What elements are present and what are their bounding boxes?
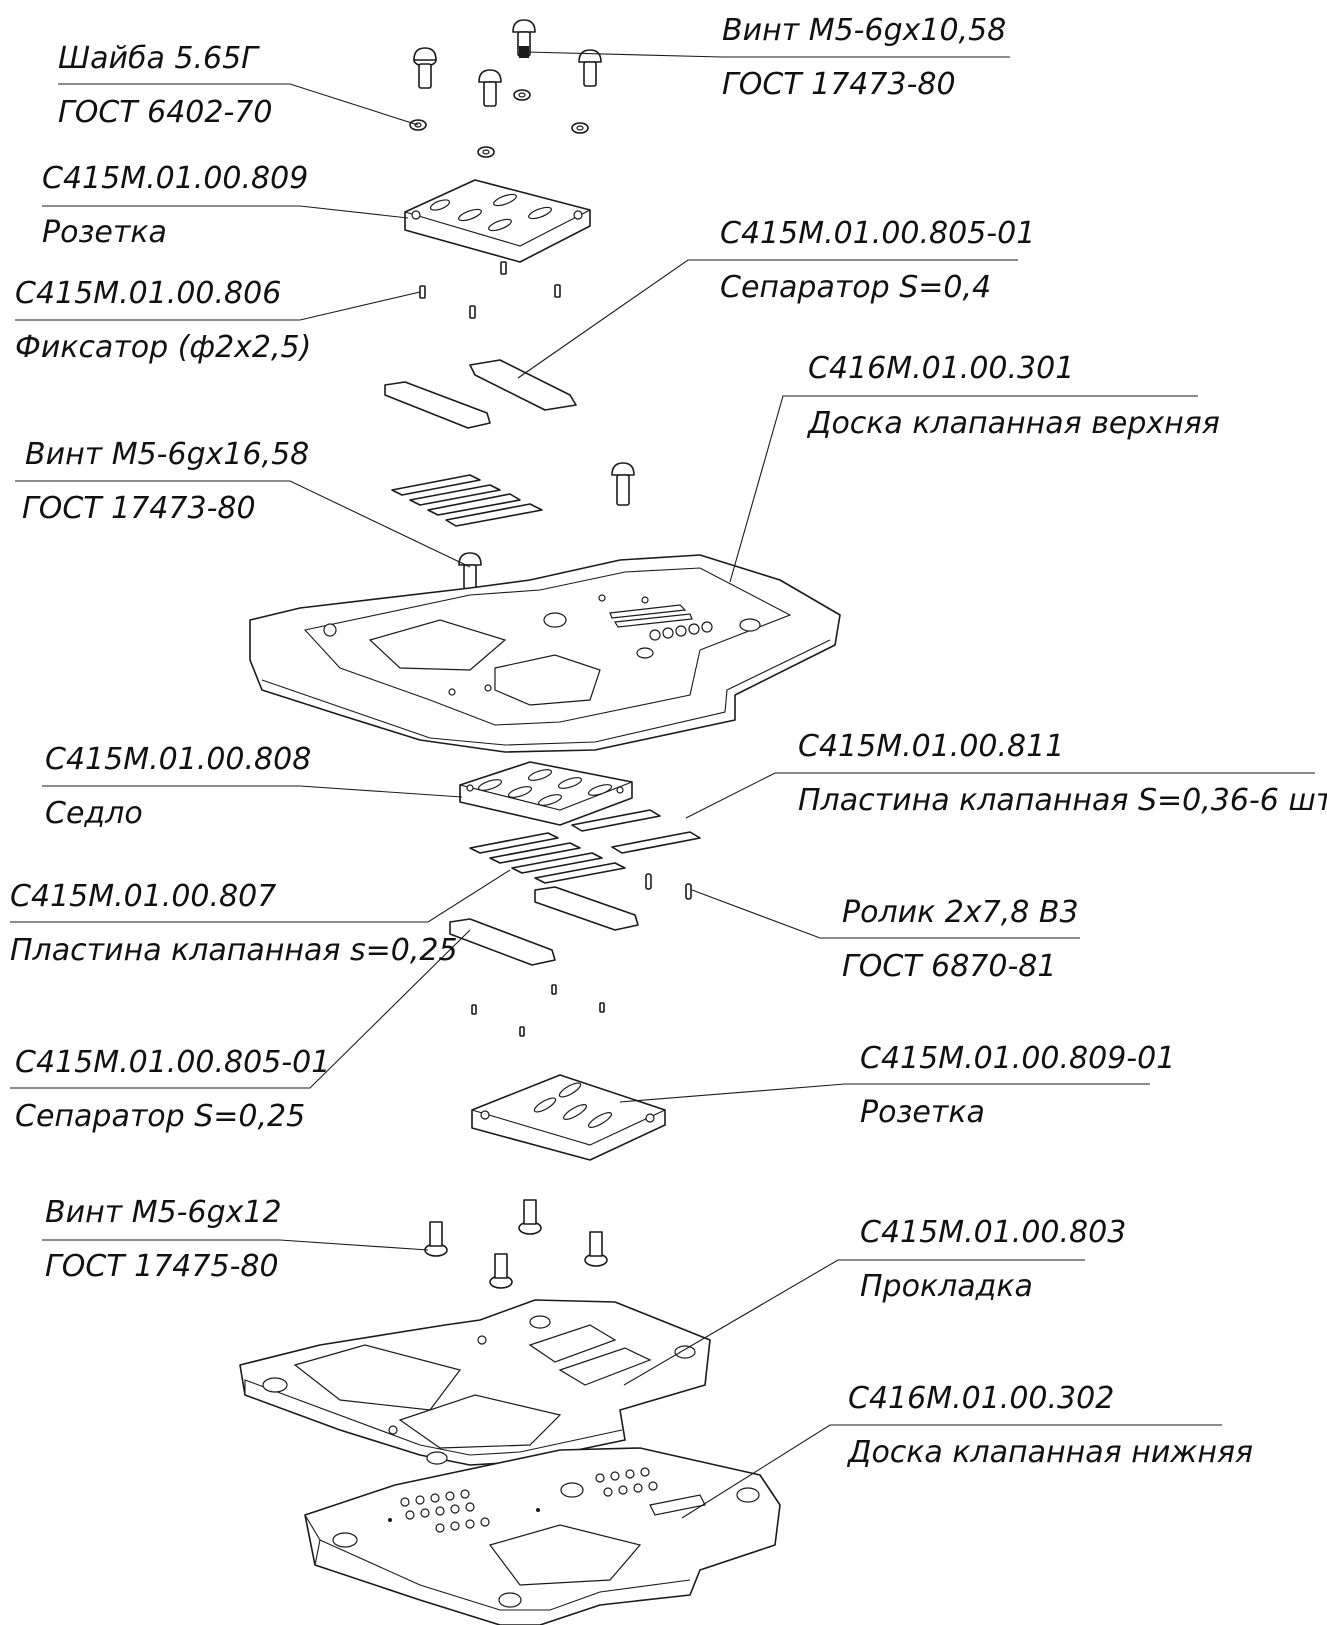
valve-strips-mid xyxy=(469,809,701,884)
screws-bottom xyxy=(424,1199,608,1289)
callout-screw-mid-line2: ГОСТ 17473-80 xyxy=(22,491,256,526)
callout-valve-plate-025-line2: Пластина клапанная s=0,25 xyxy=(10,933,458,968)
valve-board-top-shape xyxy=(249,554,841,753)
callout-valve-board-top-line1: С416М.01.00.301 xyxy=(808,351,1074,386)
callout-seat-line1: С415М.01.00.808 xyxy=(45,742,311,777)
callout-separator-04-line1: С415М.01.00.805-01 xyxy=(720,216,1035,251)
callout-screw-bottom-line1: Винт М5-6gх12 xyxy=(45,1195,282,1230)
callout-roller-line2: ГОСТ 6870-81 xyxy=(842,949,1056,984)
callout-valve-plate-025-line1: С415М.01.00.807 xyxy=(10,879,276,914)
callout-gasket-line2: Прокладка xyxy=(860,1269,1033,1304)
fixators-top xyxy=(419,261,561,319)
rollers xyxy=(645,873,692,900)
callout-valve-plate-036-line2: Пластина клапанная S=0,36-6 шт. xyxy=(798,783,1327,818)
leader-lines xyxy=(10,51,1315,1519)
separators-low xyxy=(449,886,639,966)
callout-rosette-top-line2: Розетка xyxy=(42,215,167,250)
seat-shape xyxy=(459,761,633,826)
callout-fixator-line1: С415М.01.00.806 xyxy=(15,276,281,311)
gasket-shape xyxy=(239,1299,711,1466)
callout-roller-line1: Ролик 2х7,8 В3 xyxy=(842,895,1079,930)
callout-gasket-line1: С415М.01.00.803 xyxy=(860,1215,1126,1250)
fixators-low xyxy=(471,984,605,1037)
callout-valve-board-bottom-line2: Доска клапанная нижняя xyxy=(846,1435,1253,1470)
callout-screw-top-line1: Винт М5-6gх10,58 xyxy=(722,13,1006,48)
callout-valve-plate-036-line1: С415М.01.00.811 xyxy=(798,729,1064,764)
separators-top xyxy=(384,359,577,429)
callout-labels: Винт М5-6gх10,58 ГОСТ 17473-80 Шайба 5.6… xyxy=(10,13,1327,1470)
screws-mid xyxy=(458,462,635,590)
callout-valve-board-bottom-line1: С416М.01.00.302 xyxy=(848,1381,1114,1416)
washers xyxy=(409,89,589,158)
callout-washer-line1: Шайба 5.65Г xyxy=(58,41,260,76)
callout-rosette-bottom-line1: С415М.01.00.809-01 xyxy=(860,1041,1175,1076)
rosette-top-shape xyxy=(404,179,591,263)
callout-screw-top-line2: ГОСТ 17473-80 xyxy=(722,67,956,102)
valve-board-bottom-shape xyxy=(304,1447,781,1625)
callout-separator-04-line2: Сепаратор S=0,4 xyxy=(720,270,991,305)
callout-separator-025-line1: С415М.01.00.805-01 xyxy=(15,1045,330,1080)
callout-seat-line2: Седло xyxy=(45,796,143,831)
valve-strips-top xyxy=(391,474,543,527)
callout-screw-mid-line1: Винт М5-6gх16,58 xyxy=(25,437,309,472)
callout-rosette-top-line1: С415М.01.00.809 xyxy=(42,161,308,196)
callout-separator-025-line2: Сепаратор S=0,25 xyxy=(15,1099,305,1134)
rosette-bottom-shape xyxy=(471,1074,666,1161)
callout-valve-board-top-line2: Доска клапанная верхняя xyxy=(806,406,1220,441)
callout-rosette-bottom-line2: Розетка xyxy=(860,1095,985,1130)
top-screws xyxy=(413,19,602,107)
callout-fixator-line2: Фиксатор (ф2х2,5) xyxy=(15,330,311,365)
callout-screw-bottom-line2: ГОСТ 17475-80 xyxy=(45,1249,279,1284)
callout-washer-line2: ГОСТ 6402-70 xyxy=(58,95,272,130)
